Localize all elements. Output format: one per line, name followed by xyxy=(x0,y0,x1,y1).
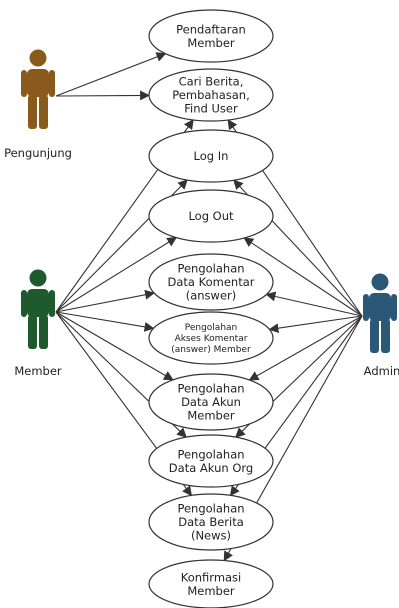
association-lines xyxy=(55,52,363,562)
association-admin-log-out xyxy=(243,237,363,317)
use-case-label: Data Akun Org xyxy=(169,461,253,475)
actor-pengunjung: Pengunjung xyxy=(4,49,72,160)
use-case-ellipse xyxy=(148,434,274,488)
actor-label: Admin xyxy=(364,364,399,378)
use-case-ellipse xyxy=(148,68,274,122)
use-case-label: Data Akun xyxy=(181,395,241,409)
use-case-ellipse xyxy=(148,129,274,183)
use-case-label: Pengolahan xyxy=(177,502,244,516)
use-case-label: Akses Komentar xyxy=(175,334,248,344)
use-case-log-out: Log Out xyxy=(148,189,274,243)
actor-label: Pengunjung xyxy=(4,146,72,160)
use-case-ellipse xyxy=(148,559,274,608)
actor-label: Member xyxy=(14,364,62,378)
use-case-label: Pengolahan xyxy=(177,447,244,461)
use-case-label: Konfirmasi xyxy=(181,570,242,584)
use-case-label: Log In xyxy=(194,149,229,163)
use-case-label: Pengolahan xyxy=(177,382,244,396)
person-icon xyxy=(363,273,397,353)
association-pengunjung-pendaftaran xyxy=(55,52,167,97)
actor-admin: Admin xyxy=(363,273,399,378)
use-case-label: (answer) xyxy=(186,289,237,303)
use-case-label: (News) xyxy=(191,529,231,543)
association-member-akses-komentar xyxy=(55,311,155,332)
use-case-label: Member xyxy=(187,584,235,598)
use-case-label: Pengolahan xyxy=(177,262,244,276)
person-icon xyxy=(21,49,55,129)
association-member-pengolahan-komentar xyxy=(55,289,155,313)
use-case-ellipse xyxy=(148,189,274,243)
use-case-label: Cari Berita, xyxy=(179,75,244,89)
use-case-label: Pembahasan, xyxy=(172,88,249,102)
use-case-ellipse xyxy=(148,311,274,365)
use-case-cari-berita: Cari Berita,Pembahasan,Find User xyxy=(148,68,274,122)
use-case-log-in: Log In xyxy=(148,129,274,183)
use-case-label: Data Komentar xyxy=(168,275,255,289)
association-member-log-out xyxy=(55,237,178,313)
association-pengunjung-cari-berita xyxy=(55,90,150,101)
use-case-label: Data Berita xyxy=(178,515,244,529)
use-case-ellipse xyxy=(148,373,274,431)
association-admin-pengolahan-komentar xyxy=(265,291,363,317)
association-admin-data-akun-member xyxy=(248,315,363,381)
use-case-label: Find User xyxy=(184,102,238,116)
use-case-label: Member xyxy=(187,409,235,423)
use-case-ellipse xyxy=(148,493,274,551)
association-member-data-akun-member xyxy=(55,311,174,381)
use-case-label: Member xyxy=(187,36,235,50)
use-case-label: Pengolahan xyxy=(185,323,238,333)
person-icon xyxy=(21,269,55,349)
use-case-ellipse xyxy=(148,253,274,311)
use-case-label: (answer) Member xyxy=(171,345,251,355)
actor-member: Member xyxy=(14,269,62,378)
association-admin-akses-komentar xyxy=(268,315,363,334)
use-case-label: Log Out xyxy=(188,209,234,223)
use-case-label: Pendaftaran xyxy=(176,22,246,36)
use-case-ellipse xyxy=(148,9,274,63)
